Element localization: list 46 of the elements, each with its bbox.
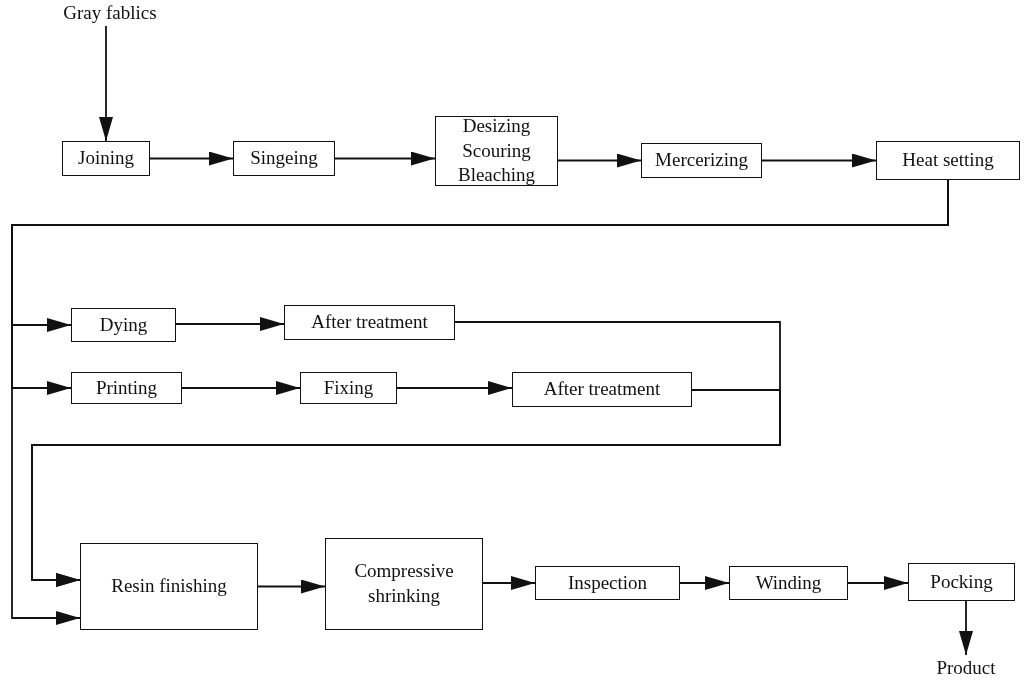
process-box bbox=[300, 372, 397, 404]
arrow bbox=[847, 576, 909, 590]
process-box bbox=[325, 538, 483, 630]
process-box bbox=[908, 563, 1015, 601]
step-label: Resin finishing bbox=[111, 574, 227, 599]
step-label: After treatment bbox=[543, 377, 661, 402]
step-label: Singeing bbox=[250, 146, 318, 171]
arrow bbox=[482, 576, 536, 590]
step-label: Compressive shrinking bbox=[353, 559, 455, 608]
process-box bbox=[435, 116, 558, 186]
arrow bbox=[181, 381, 301, 395]
arrow bbox=[175, 317, 285, 331]
arrow bbox=[679, 576, 730, 590]
process-box bbox=[71, 372, 182, 404]
arrow bbox=[557, 153, 642, 168]
step-label: Inspection bbox=[567, 570, 648, 595]
process-box bbox=[71, 308, 176, 342]
arrow bbox=[257, 579, 326, 594]
step-label: Joining bbox=[78, 146, 134, 171]
process-box bbox=[535, 566, 680, 600]
arrow bbox=[31, 389, 781, 587]
arrow bbox=[761, 153, 877, 168]
step-label: After treatment bbox=[311, 310, 428, 335]
step-label: Dying bbox=[99, 312, 148, 337]
step-label: Heat setting bbox=[902, 148, 994, 173]
arrow bbox=[99, 25, 113, 142]
process-box bbox=[233, 141, 335, 176]
process-box bbox=[62, 141, 150, 176]
process-box bbox=[876, 141, 1020, 180]
step-label: Fixing bbox=[323, 375, 374, 400]
process-box bbox=[512, 372, 692, 407]
step-label: Winding bbox=[755, 570, 822, 595]
process-box bbox=[80, 543, 258, 630]
step-label: Desizing Scouring Bleaching bbox=[457, 113, 536, 188]
arrow bbox=[959, 600, 973, 656]
flow-label: Product bbox=[936, 656, 996, 681]
step-label: Mercerizing bbox=[655, 148, 748, 173]
step-label: Printing bbox=[95, 375, 158, 400]
arrow bbox=[396, 381, 513, 395]
step-label: Pocking bbox=[930, 569, 993, 594]
arrow bbox=[149, 151, 234, 166]
flow-label: Gray fablics bbox=[63, 0, 157, 25]
process-box bbox=[641, 143, 762, 178]
arrow bbox=[334, 151, 436, 166]
process-box bbox=[284, 305, 455, 340]
process-box bbox=[729, 566, 848, 600]
